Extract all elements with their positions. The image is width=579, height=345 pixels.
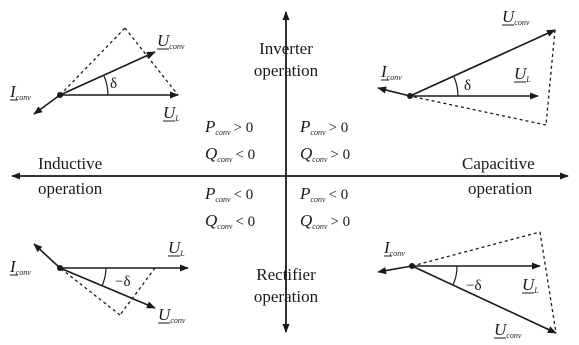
angle-label-tl: δ	[110, 76, 117, 92]
angle-label-br: −δ	[466, 278, 482, 294]
dashed-drop-br	[539, 231, 557, 334]
angle-label-bl: −δ	[115, 274, 131, 290]
u-line-label-br: UL	[522, 275, 539, 295]
dashed-construction-bl	[59, 267, 121, 316]
inductive-operation-label: operation	[38, 179, 103, 198]
br-q-condition: Qconv> 0	[300, 211, 350, 231]
br-p-condition: Pconv< 0	[299, 184, 348, 204]
angle-arc-tr	[453, 76, 459, 97]
i-conv-label-tl: Iconv	[9, 82, 31, 102]
i-conv-arrow-bl	[33, 243, 61, 269]
rectifier-operation-label: operation	[254, 287, 319, 306]
dashed-construction-tr	[409, 95, 547, 126]
angle-arc-bl	[101, 267, 107, 287]
dashed-drop-tl	[124, 27, 179, 96]
u-line-label-tr: UL	[514, 64, 531, 84]
i-conv-arrow-tl	[33, 94, 61, 115]
phasor-bottom-left: −δ Uconv UL Iconv	[9, 238, 189, 325]
u-conv-arrow-tr	[409, 29, 556, 97]
dashed-drop-bl	[119, 267, 156, 316]
inverter-operation-label: operation	[254, 61, 319, 80]
bl-p-condition: Pconv< 0	[204, 184, 253, 204]
angle-arc-br	[452, 265, 458, 286]
origin-dot-br	[409, 263, 415, 269]
phasor-bottom-right: −δ Uconv UL Iconv	[377, 231, 557, 340]
u-conv-label-tl: Uconv	[157, 31, 185, 51]
bl-q-condition: Qconv< 0	[205, 211, 255, 231]
axes	[11, 11, 569, 333]
u-conv-arrow-bl	[59, 267, 156, 309]
capacitive-label: Capacitive	[462, 154, 535, 173]
power-conditions: Pconv> 0 Qconv< 0 Pconv> 0 Qconv> 0 Pcon…	[204, 117, 350, 231]
tr-p-condition: Pconv> 0	[299, 117, 348, 137]
capacitive-operation-label: operation	[468, 179, 533, 198]
i-conv-label-br: Iconv	[383, 238, 405, 258]
u-conv-label-br: Uconv	[494, 320, 522, 340]
u-conv-arrow-tl	[59, 51, 156, 96]
origin-dot-tr	[407, 93, 413, 99]
phasor-top-left: δ Uconv UL Iconv	[9, 27, 185, 123]
origin-dot-bl	[57, 265, 63, 271]
u-line-label-tl: UL	[163, 103, 180, 123]
dashed-drop-tr	[545, 29, 556, 126]
origin-dot-tl	[57, 92, 63, 98]
i-conv-arrow-tr	[377, 86, 411, 97]
angle-arc-tl	[103, 75, 109, 96]
i-conv-arrow-br	[377, 265, 413, 275]
i-conv-label-bl: Iconv	[9, 257, 31, 277]
u-conv-label-bl: Uconv	[158, 305, 186, 325]
phasor-top-right: δ Uconv UL Iconv	[377, 7, 556, 126]
tr-q-condition: Qconv> 0	[300, 144, 350, 164]
i-conv-label-tr: Iconv	[380, 62, 402, 82]
angle-label-tr: δ	[464, 78, 471, 94]
tl-q-condition: Qconv< 0	[205, 144, 255, 164]
u-conv-arrow-br	[411, 265, 557, 334]
inverter-label: Inverter	[259, 39, 313, 58]
tl-p-condition: Pconv> 0	[204, 117, 253, 137]
dashed-construction-br	[411, 231, 541, 267]
rectifier-label: Rectifier	[256, 265, 316, 284]
inductive-label: Inductive	[38, 154, 102, 173]
u-line-label-bl: UL	[168, 238, 185, 258]
u-conv-label-tr: Uconv	[502, 7, 530, 27]
